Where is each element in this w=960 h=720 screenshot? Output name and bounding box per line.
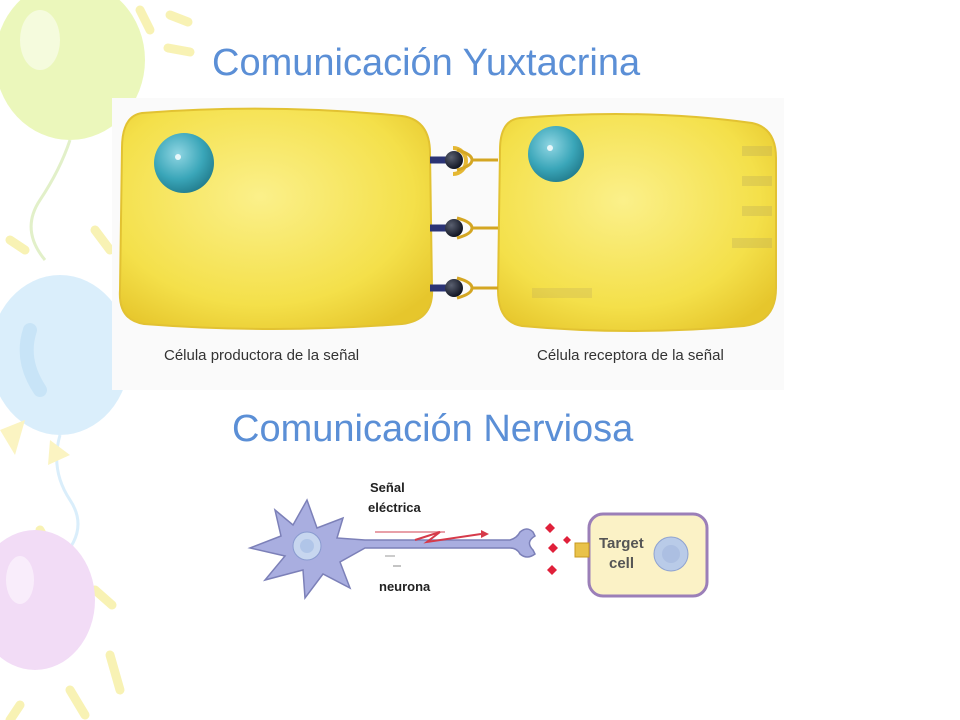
receiver-nucleus-icon — [528, 126, 584, 182]
neurotransmitter-icon — [547, 565, 557, 575]
neuron-label: neurona — [379, 579, 431, 594]
signal-label-line2: eléctrica — [368, 500, 422, 515]
title-nervous: Comunicación Nerviosa — [232, 408, 634, 450]
receiver-cell-label: Célula receptora de la señal — [537, 347, 724, 364]
ligand-icon — [445, 279, 463, 297]
junction-top — [430, 146, 498, 176]
producer-cell-label: Célula productora de la señal — [164, 347, 359, 364]
pink-balloon-icon — [0, 530, 95, 670]
target-cell: Target cell — [574, 512, 709, 598]
juxtacrine-diagram: Célula productora de la señal Célula rec… — [112, 98, 784, 390]
neurotransmitter-icon — [545, 523, 555, 533]
blue-balloon-icon — [0, 275, 130, 562]
receiver-cell — [496, 113, 777, 332]
signal-label-line1: Señal — [370, 480, 405, 495]
producer-cell — [118, 107, 434, 330]
receptor-icon — [574, 542, 590, 558]
nervous-diagram: Target cell Señal eléctrica neurona — [247, 480, 709, 601]
target-cell-label-line2: cell — [609, 555, 634, 572]
junction-middle — [430, 216, 498, 240]
target-cell-label-line1: Target — [599, 535, 644, 552]
green-balloon-icon — [0, 0, 145, 261]
neuron — [247, 498, 536, 601]
neurotransmitter-icon — [548, 543, 558, 553]
neurotransmitter-icon — [563, 536, 571, 544]
title-juxtacrine: Comunicación Yuxtacrina — [212, 42, 641, 84]
ligand-icon — [445, 219, 463, 237]
neurotransmitters — [545, 523, 571, 575]
producer-nucleus-icon — [154, 133, 214, 193]
membrane-junctions — [430, 146, 498, 300]
junction-bottom — [430, 276, 498, 300]
ligand-icon — [445, 151, 463, 169]
signal-arrows — [375, 530, 489, 567]
